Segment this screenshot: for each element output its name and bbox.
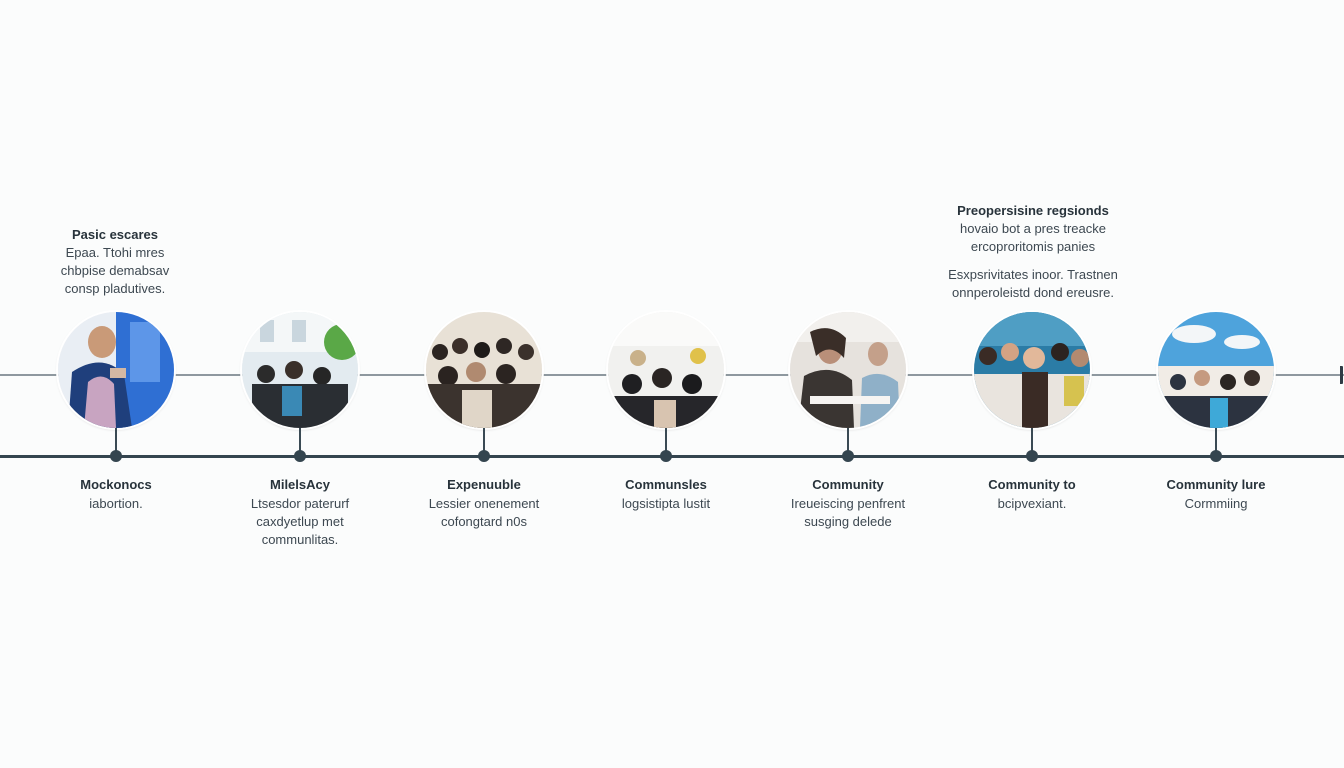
milestone-connector xyxy=(1031,428,1033,452)
top-note-line: Epaa. Ttohi mres xyxy=(65,245,165,260)
milestone-photo xyxy=(58,312,174,428)
milestone-title: Expenuuble xyxy=(447,477,521,492)
top-note-line: hovaio bot a pres treacke xyxy=(960,221,1106,236)
milestone-title: Community xyxy=(812,477,884,492)
milestone-caption: Community lure Cormmiing xyxy=(1126,476,1306,513)
milestone-title: Communsles xyxy=(625,477,707,492)
milestone-title: Community lure xyxy=(1166,477,1266,492)
milestone-dot xyxy=(478,450,490,462)
milestone-caption: MilelsAcy Ltsesdor paterurf caxdyetlup m… xyxy=(210,476,390,549)
milestone-connector xyxy=(665,428,667,452)
milestone-connector xyxy=(483,428,485,452)
milestone-photo xyxy=(242,312,358,428)
milestone-line: Ltsesdor paterurf xyxy=(250,496,350,511)
top-note-right: Preopersisine regsionds hovaio bot a pre… xyxy=(918,202,1148,302)
milestone-title: Mockonocs xyxy=(80,477,152,492)
timeline-lower-axis xyxy=(0,455,1344,458)
milestone-line: Lessier onenement xyxy=(428,496,540,511)
milestone-caption: Mockonocs iabortion. xyxy=(26,476,206,513)
top-note-line: chbpise demabsav xyxy=(60,263,170,278)
milestone-title: Community to xyxy=(988,477,1076,492)
milestone-line: caxdyetlup met xyxy=(256,514,344,529)
milestone-dot xyxy=(294,450,306,462)
top-note-line: Esxpsrivitates inoor. Trastnen xyxy=(948,267,1118,282)
milestone-title: MilelsAcy xyxy=(270,477,330,492)
milestone-dot xyxy=(842,450,854,462)
top-note-line: consp pladutives. xyxy=(64,281,166,296)
milestone-connector xyxy=(299,428,301,452)
milestone-caption: Expenuuble Lessier onenement cofongtard … xyxy=(394,476,574,531)
milestone-dot xyxy=(660,450,672,462)
milestone-photo xyxy=(608,312,724,428)
milestone-dot xyxy=(110,450,122,462)
milestone-dot xyxy=(1210,450,1222,462)
milestone-connector xyxy=(847,428,849,452)
milestone-photo xyxy=(974,312,1090,428)
milestone-line: bcipvexiant. xyxy=(997,496,1067,511)
milestone-dot xyxy=(1026,450,1038,462)
milestone-line: Cormmiing xyxy=(1184,496,1248,511)
milestone-line: Ireueiscing penfrent xyxy=(790,496,906,511)
milestone-line: susging delede xyxy=(804,514,892,529)
top-note-line: ercoproritomis panies xyxy=(970,239,1096,254)
milestone-connector xyxy=(115,428,117,452)
top-note-title: Pasic escares xyxy=(71,227,159,242)
milestone-line: cofongtard n0s xyxy=(440,514,527,529)
milestone-connector xyxy=(1215,428,1217,452)
milestone-line: logsistipta lustit xyxy=(621,496,711,511)
milestone-caption: Communsles logsistipta lustit xyxy=(576,476,756,513)
milestone-photo xyxy=(1158,312,1274,428)
timeline-arrow-icon xyxy=(1336,366,1343,384)
top-note-left: Pasic escares Epaa. Ttohi mres chbpise d… xyxy=(40,226,190,298)
milestone-caption: Community to bcipvexiant. xyxy=(942,476,1122,513)
milestone-photo xyxy=(426,312,542,428)
milestone-photo xyxy=(790,312,906,428)
milestone-line: communlitas. xyxy=(261,532,339,547)
top-note-line: onnperoleistd dond ereusre. xyxy=(952,285,1114,300)
milestone-line: iabortion. xyxy=(89,496,143,511)
top-note-title: Preopersisine regsionds xyxy=(957,203,1109,218)
milestone-caption: Community Ireueiscing penfrent susging d… xyxy=(758,476,938,531)
